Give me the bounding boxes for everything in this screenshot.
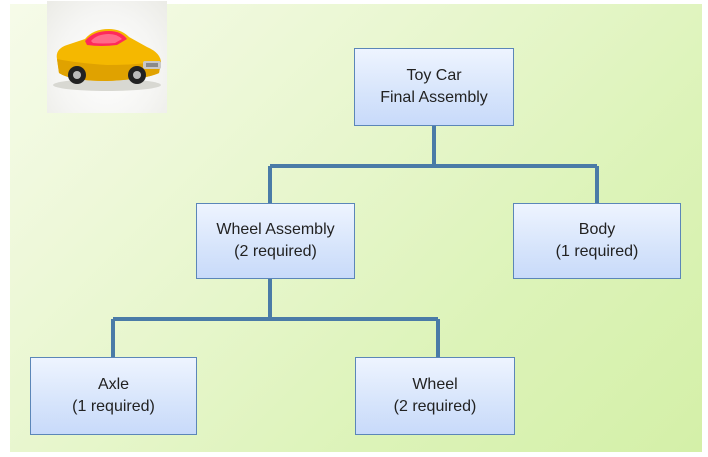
- toy-car-icon: [53, 29, 161, 91]
- node-label: Axle: [97, 376, 130, 393]
- node-label: Wheel: [412, 376, 458, 393]
- node-sublabel: (1 required): [555, 243, 639, 260]
- node-sublabel: (1 required): [72, 398, 155, 415]
- node-axle: Axle (1 required): [30, 357, 197, 435]
- toy-car-image: [47, 1, 167, 113]
- node-sublabel: (2 required): [234, 243, 317, 260]
- node-wheel-assembly: Wheel Assembly (2 required): [196, 203, 355, 279]
- node-label: Wheel Assembly: [216, 221, 335, 238]
- node-wheel: Wheel (2 required): [355, 357, 515, 435]
- node-sublabel: (2 required): [393, 398, 477, 415]
- node-label: Body: [578, 221, 616, 238]
- node-body: Body (1 required): [513, 203, 681, 279]
- node-label: Toy Car: [406, 67, 462, 84]
- node-sublabel: Final Assembly: [380, 89, 488, 106]
- node-toy-car-final-assembly: Toy Car Final Assembly: [354, 48, 514, 126]
